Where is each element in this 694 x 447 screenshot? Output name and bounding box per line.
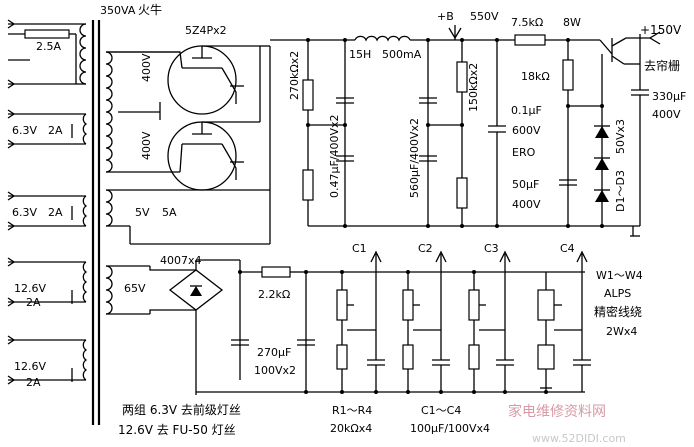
winding-4-voltage: 12.6V	[14, 360, 46, 373]
bias-supply	[149, 250, 591, 395]
zener-d3	[594, 189, 610, 202]
zener-d1	[594, 125, 610, 138]
bias-channel-2	[402, 250, 450, 392]
rect-heater-voltage: 5V	[135, 206, 150, 219]
resistors-label: R1～R4	[332, 404, 372, 417]
heater-winding-4	[7, 335, 88, 385]
cap3-type: ERO	[512, 146, 536, 159]
caps-value: 100μF/100Vx4	[410, 422, 490, 435]
cap4-value: 50μF	[512, 178, 539, 191]
output-c2: C2	[418, 242, 433, 255]
hv-node-voltage: 550V	[470, 10, 499, 23]
bias-cap-value: 270μF	[257, 346, 291, 359]
watermark-url: www.52DIDI.com	[532, 432, 626, 445]
fuse-rating: 2.5A	[36, 40, 61, 53]
pots-label: W1～W4	[596, 269, 643, 282]
bleeder2-resistor-1	[456, 61, 468, 93]
hv-output-destination: 去帘栅	[644, 58, 680, 73]
bias-channel-4	[537, 250, 591, 392]
rectifier-tube-label: 5Z4Px2	[185, 24, 227, 37]
heater-winding-2	[7, 191, 88, 231]
choke-name: 15H	[349, 48, 371, 61]
zener-d2	[594, 157, 610, 170]
output-cap-value: 330μF	[652, 90, 686, 103]
cap2-label: 560μF/400Vx2	[408, 118, 421, 198]
bias-cap-voltage: 100Vx2	[254, 364, 296, 377]
zener-spec: 50Vx3	[614, 119, 627, 154]
hv-upper-label: 400V	[140, 53, 153, 82]
series-resistor-value: 7.5kΩ	[511, 16, 543, 29]
heater-winding-1	[7, 109, 88, 149]
winding-3-current: 2A	[26, 296, 41, 309]
cap3-value: 0.1μF	[511, 104, 542, 117]
transformer	[7, 19, 271, 425]
bias-channel-1	[336, 250, 385, 392]
rectifier-tube-2	[167, 121, 244, 191]
transformer-primary-label: 火牛	[138, 2, 162, 17]
bias-channel-3	[468, 250, 514, 392]
hv-output-voltage: +150V	[640, 23, 682, 37]
note-line-1: 两组 6.3V 去前级灯丝	[122, 402, 241, 417]
output-c1: C1	[352, 242, 367, 255]
fuse	[24, 29, 70, 39]
winding-2-voltage: 6.3V	[12, 206, 37, 219]
bleeder-resistor-2	[302, 169, 314, 201]
series-resistor-power: 8W	[563, 16, 581, 29]
bleeder-resistor-1	[302, 79, 314, 111]
zener-resistor-value: 18kΩ	[521, 70, 550, 83]
zener-resistor	[562, 59, 574, 91]
cap1-label: 0.47μF/400Vx2	[328, 114, 341, 198]
winding-2-current: 2A	[48, 206, 63, 219]
bleeder2-label: 150kΩx2	[467, 63, 480, 112]
pots-brand: ALPS	[604, 287, 631, 300]
note-line-2: 12.6V 去 FU-50 灯丝	[118, 423, 236, 437]
bias-series-resistor	[261, 266, 291, 278]
bridge-label: 4007x4	[160, 254, 202, 267]
output-c3: C3	[484, 242, 499, 255]
series-resistor	[514, 34, 546, 46]
heater-winding-3	[7, 257, 88, 307]
winding-1-current: 2A	[48, 124, 63, 137]
winding-4-current: 2A	[26, 376, 41, 389]
output-cap-voltage: 400V	[652, 108, 681, 121]
output-c4: C4	[560, 242, 575, 255]
hv-supply	[270, 25, 661, 237]
transformer-rating: 350VA	[100, 4, 136, 17]
winding-3-voltage: 12.6V	[14, 282, 46, 295]
hv-node-label: +B	[437, 10, 454, 23]
hv-lower-label: 400V	[140, 131, 153, 160]
resistors-value: 20kΩx4	[330, 422, 372, 435]
choke-current: 500mA	[382, 48, 422, 61]
bias-resistor-label: 2.2kΩ	[258, 288, 290, 301]
bleeder2-resistor-2	[456, 177, 468, 209]
cap4-voltage: 400V	[512, 198, 541, 211]
winding-1-voltage: 6.3V	[12, 124, 37, 137]
pots-type: 精密线绕	[594, 304, 642, 319]
cap3-voltage: 600V	[512, 124, 541, 137]
caps-label: C1～C4	[421, 404, 461, 417]
rectifier-tube-1	[106, 45, 244, 115]
pots-spec: 2Wx4	[606, 325, 637, 338]
bleeder-label: 270kΩx2	[288, 51, 301, 100]
bias-winding-voltage: 65V	[124, 282, 146, 295]
watermark-text: 家电维修资料网	[508, 403, 606, 420]
zener-label: D1～D3	[614, 170, 627, 212]
rect-heater-current: 5A	[162, 206, 177, 219]
